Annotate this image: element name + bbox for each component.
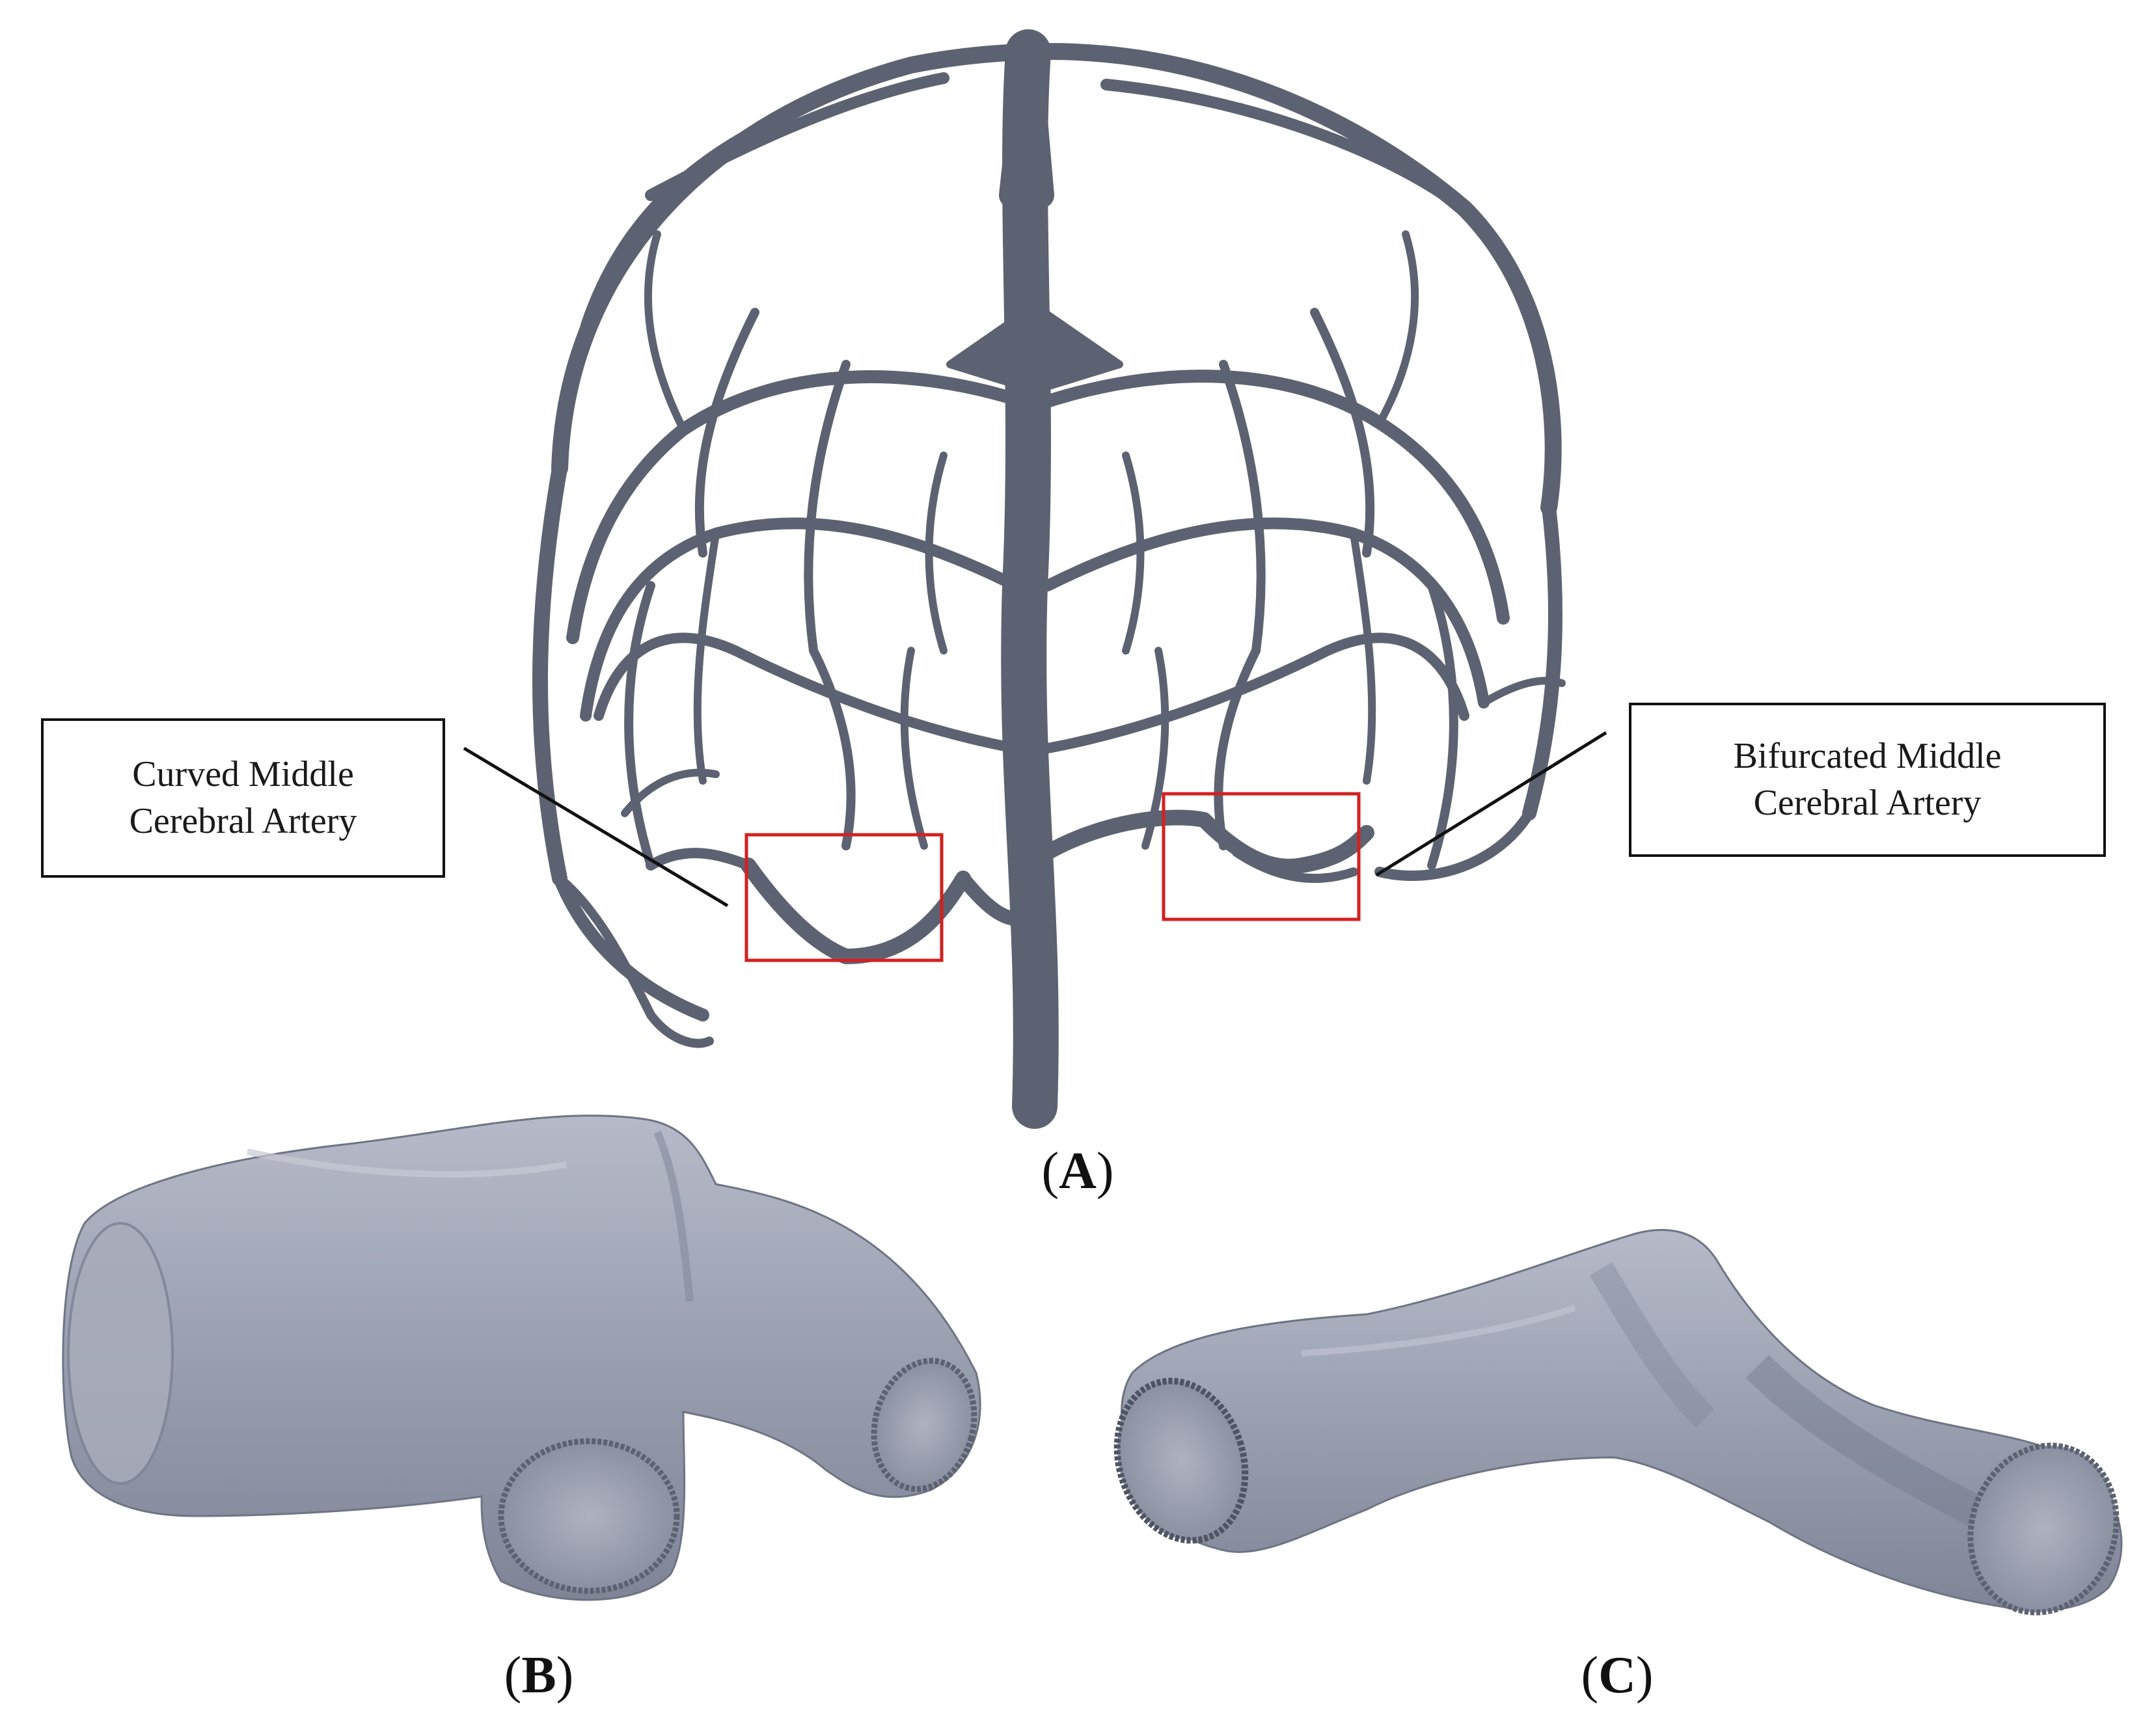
panel-label-b: (B)	[504, 1647, 574, 1704]
cerebral-vessel-tree	[532, 29, 1566, 1129]
leader-line-left	[463, 746, 729, 908]
callout-bifurcated-mca: Bifurcated Middle Cerebral Artery	[1629, 703, 2106, 857]
callout-bifurcated-line1: Bifurcated Middle	[1733, 735, 2002, 776]
panel-label-a: (A)	[1041, 1143, 1114, 1200]
leader-line-right	[1375, 731, 1607, 877]
bifurcated-artery-model	[1113, 1228, 2123, 1616]
callout-curved-line1: Curved Middle	[132, 753, 354, 794]
highlight-box-bifurcated	[1162, 792, 1361, 921]
curved-artery-model	[62, 1115, 981, 1601]
callout-curved-mca: Curved Middle Cerebral Artery	[41, 718, 445, 878]
highlight-box-curved	[744, 833, 944, 962]
callout-curved-line2: Cerebral Artery	[129, 800, 357, 841]
panel-label-c: (C)	[1581, 1647, 1654, 1704]
callout-bifurcated-line2: Cerebral Artery	[1753, 782, 1982, 823]
